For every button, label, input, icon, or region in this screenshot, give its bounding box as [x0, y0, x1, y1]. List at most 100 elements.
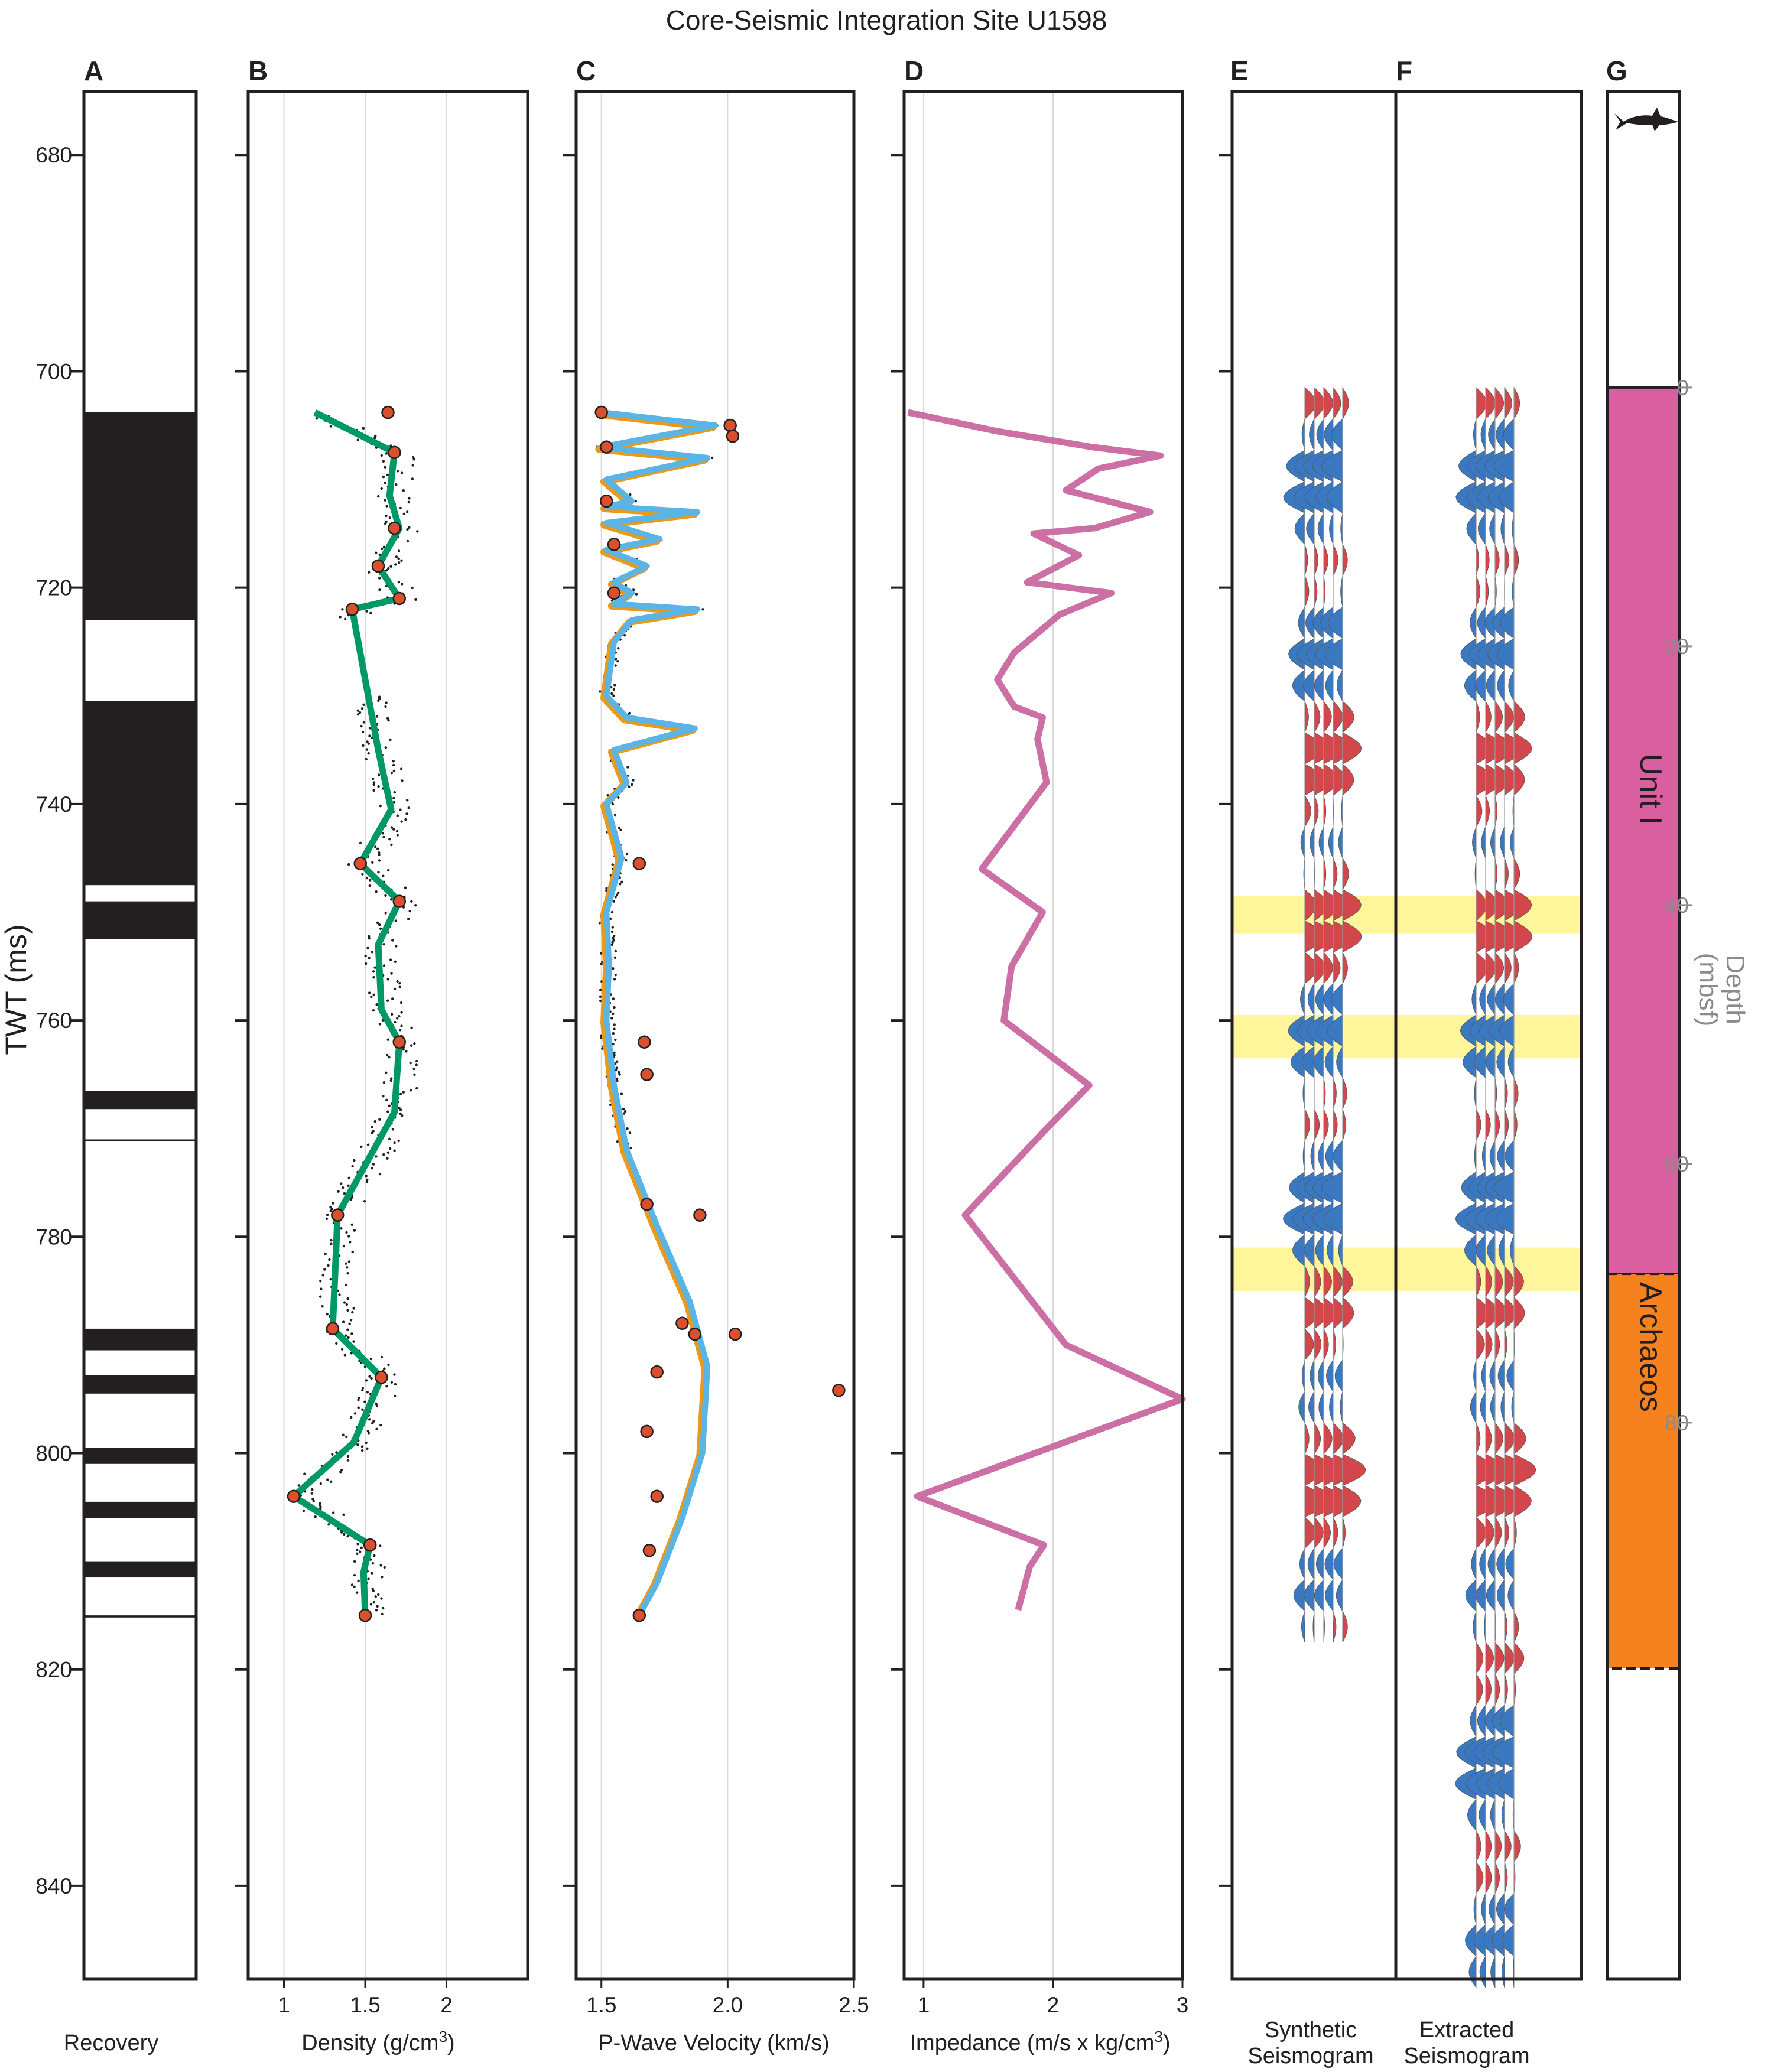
- density-raw-point: [374, 434, 377, 438]
- density-raw-point: [416, 530, 419, 533]
- density-raw-point: [372, 1163, 375, 1166]
- synthetic-wiggle-lobe: [1304, 701, 1309, 733]
- density-raw-point: [347, 1184, 350, 1188]
- extracted-wiggle-lobe: [1482, 1924, 1496, 1957]
- density-raw-point: [368, 957, 371, 959]
- velocity-raw-point: [611, 926, 615, 929]
- extracted-wiggle-lobe: [1513, 857, 1520, 890]
- velocity-raw-point: [611, 863, 614, 866]
- velocity-raw-point: [610, 930, 614, 933]
- synthetic-wiggle-lobe: [1315, 1547, 1324, 1580]
- synthetic-wiggle-lobe: [1329, 513, 1334, 545]
- extracted-wiggle-lobe: [1485, 1109, 1491, 1141]
- density-raw-point: [368, 937, 371, 940]
- extracted-wiggle-lobe: [1486, 1579, 1496, 1612]
- density-raw-point: [383, 1367, 386, 1370]
- extracted-wiggle-lobe: [1496, 1892, 1505, 1925]
- density-raw-point: [356, 709, 359, 712]
- density-raw-point: [311, 1488, 314, 1491]
- density-raw-point: [389, 958, 392, 961]
- density-raw-point: [371, 1126, 373, 1129]
- density-raw-point: [384, 912, 387, 915]
- velocity-raw-point: [612, 936, 615, 940]
- synthetic-wiggle-lobe: [1317, 1014, 1334, 1047]
- density-raw-point: [332, 1202, 334, 1205]
- synthetic-wiggle-lobe: [1342, 1265, 1353, 1298]
- extracted-wiggle-lobe: [1484, 1046, 1496, 1079]
- density-raw-point: [379, 804, 382, 808]
- velocity-raw-point: [612, 694, 615, 697]
- extracted-wiggle-lobe: [1479, 983, 1486, 1016]
- density-raw-point: [362, 744, 365, 747]
- density-raw-point: [345, 1435, 348, 1439]
- extracted-wiggle-lobe: [1485, 1422, 1492, 1455]
- density-raw-point: [366, 946, 369, 949]
- extracted-wiggle-lobe: [1478, 638, 1496, 671]
- extracted-wiggle-lobe: [1476, 1109, 1481, 1141]
- velocity-raw-point: [614, 1038, 617, 1042]
- velocity-raw-point: [625, 858, 628, 862]
- twt-tick-label-1: 700: [35, 359, 72, 383]
- extracted-wiggle-lobe: [1481, 1140, 1486, 1172]
- velocity-raw-point: [606, 794, 609, 797]
- synthetic-wiggle-lobe: [1325, 669, 1334, 702]
- depth-axis-title-line2: (mbsf): [1694, 953, 1723, 1027]
- velocity-raw-point: [622, 1108, 625, 1111]
- extracted-wiggle-lobe: [1513, 1641, 1525, 1674]
- extracted-wiggle-lobe: [1504, 1140, 1515, 1173]
- extracted-wiggle-lobe: [1508, 669, 1515, 702]
- panel-frame-c: [574, 90, 856, 1981]
- density-raw-point: [329, 1209, 332, 1212]
- extracted-wiggle-lobe: [1494, 1328, 1500, 1361]
- density-raw-point: [408, 526, 411, 529]
- extracted-wiggle-lobe: [1513, 1109, 1518, 1141]
- velocity-raw-point: [616, 659, 619, 663]
- velocity-raw-point: [616, 1140, 619, 1143]
- density-raw-point: [351, 1310, 354, 1314]
- density-sample-1: [388, 445, 401, 460]
- density-raw-point: [411, 477, 414, 480]
- synthetic-wiggle-lobe: [1342, 1485, 1362, 1518]
- density-raw-point: [386, 978, 389, 981]
- synthetic-wiggle-lobe: [1336, 669, 1343, 702]
- synthetic-wiggle-lobe: [1336, 1045, 1343, 1079]
- density-raw-point: [396, 470, 399, 473]
- recovery-label: Recovery: [64, 2031, 159, 2055]
- synthetic-wiggle-lobe: [1292, 1234, 1305, 1267]
- extracted-wiggle-lobe: [1501, 1799, 1505, 1831]
- synthetic-label-line1: Synthetic: [1265, 2018, 1357, 2042]
- extracted-wiggle-lobe: [1499, 1014, 1515, 1047]
- density-raw-point: [353, 1412, 357, 1415]
- synthetic-wiggle-lobe: [1342, 1077, 1347, 1110]
- panel-frame-d: [902, 90, 1184, 1981]
- synthetic-wiggle-lobe: [1317, 512, 1324, 545]
- extracted-wiggle-lobe: [1477, 1704, 1486, 1738]
- density-raw-point: [365, 876, 369, 880]
- density-raw-point: [389, 565, 392, 568]
- velocity-sample-16: [832, 1384, 846, 1397]
- density-raw-point: [326, 1214, 329, 1216]
- synthetic-wiggle-lobe: [1314, 795, 1319, 827]
- extracted-wiggle-lobe: [1513, 889, 1532, 922]
- extracted-wiggle-lobe: [1495, 418, 1505, 451]
- synthetic-wiggle-lobe: [1314, 700, 1321, 734]
- density-raw-point: [385, 520, 388, 523]
- density-raw-point: [399, 1112, 402, 1115]
- synthetic-wiggle-lobe: [1333, 544, 1338, 576]
- extracted-wiggle-lobe: [1487, 481, 1505, 514]
- synthetic-wiggle-lobe: [1304, 1234, 1315, 1267]
- extracted-wiggle-lobe: [1504, 1862, 1508, 1894]
- extracted-wiggle-lobe: [1479, 1798, 1486, 1832]
- synthetic-wiggle-lobe: [1323, 1328, 1329, 1361]
- density-raw-point: [378, 773, 381, 776]
- synthetic-wiggle-lobe: [1297, 638, 1315, 671]
- figure-title: Core-Seismic Integration Site U1598: [666, 5, 1107, 35]
- extracted-wiggle-lobe: [1494, 700, 1503, 734]
- density-raw-point: [386, 1038, 390, 1041]
- density-raw-point: [359, 841, 362, 844]
- density-raw-point: [343, 617, 347, 620]
- density-raw-point: [340, 1348, 344, 1351]
- density-raw-point: [385, 505, 388, 508]
- density-raw-point: [387, 718, 390, 722]
- recovery-block-2: [84, 901, 196, 939]
